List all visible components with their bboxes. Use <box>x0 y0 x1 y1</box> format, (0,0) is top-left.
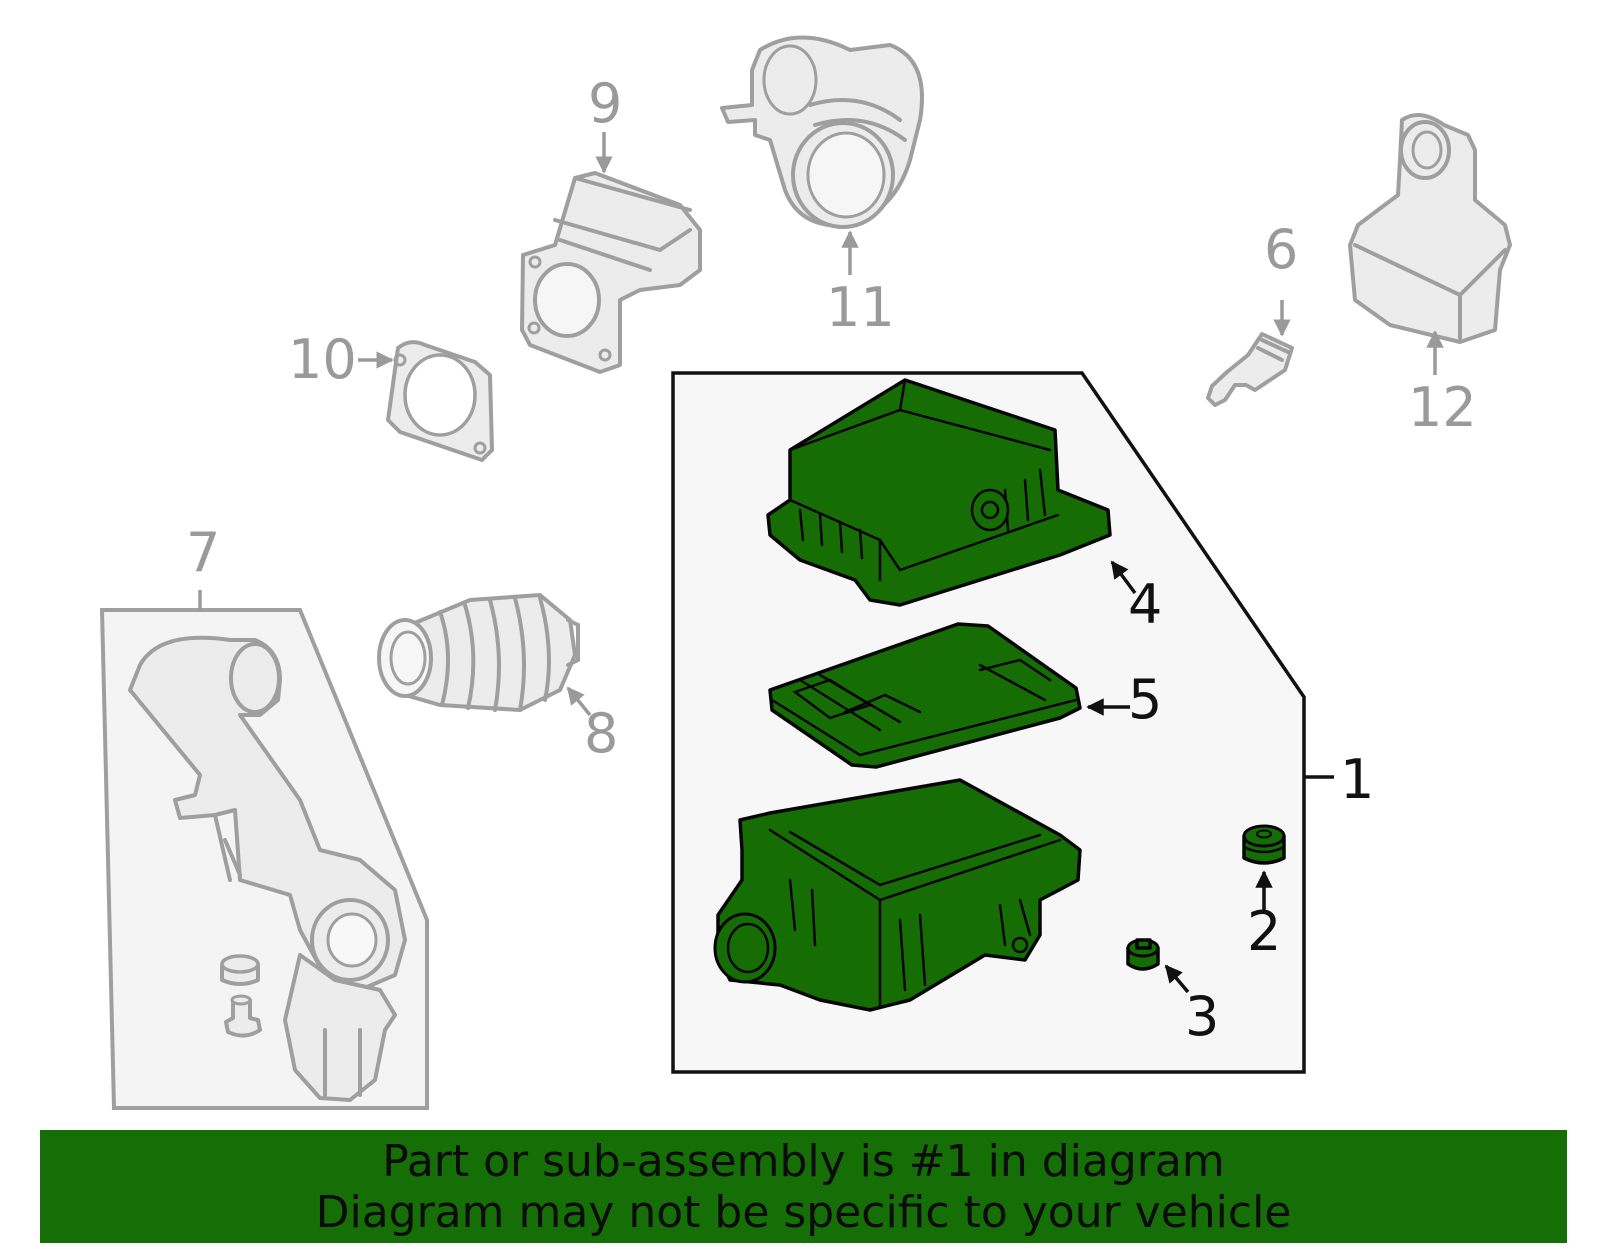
lower-housing-part-1[interactable] <box>713 778 1082 1012</box>
callout-4[interactable]: 4 <box>1128 573 1162 636</box>
callout-1[interactable]: 1 <box>1340 748 1374 811</box>
grommet-part-2[interactable] <box>1242 824 1286 865</box>
leader-4 <box>1110 560 1137 595</box>
banner-line-2: Diagram may not be specific to your vehi… <box>315 1187 1292 1238</box>
sensor-part-6[interactable] <box>1206 332 1294 407</box>
intake-duct-part-7[interactable] <box>128 635 407 1102</box>
banner-line-1: Part or sub-assembly is #1 in diagram <box>382 1136 1225 1187</box>
upper-housing-part-4[interactable] <box>766 378 1112 607</box>
callout-9[interactable]: 9 <box>588 72 622 135</box>
callout-7[interactable]: 7 <box>186 521 220 584</box>
callout-11[interactable]: 11 <box>826 276 895 339</box>
grommet-part-3[interactable] <box>1126 938 1160 971</box>
callout-12[interactable]: 12 <box>1408 376 1477 439</box>
gasket-part-10[interactable] <box>386 340 494 462</box>
callout-8[interactable]: 8 <box>584 702 618 765</box>
resonator-part-12[interactable] <box>1348 113 1512 344</box>
disclaimer-banner: Part or sub-assembly is #1 in diagram Di… <box>40 1130 1567 1243</box>
leader-8 <box>566 686 592 717</box>
callout-5[interactable]: 5 <box>1128 668 1162 731</box>
callout-3[interactable]: 3 <box>1185 985 1219 1048</box>
air-filter-part-5[interactable] <box>768 622 1082 769</box>
intake-boot-part-11[interactable] <box>720 35 924 229</box>
bellows-hose-part-8[interactable] <box>377 593 580 712</box>
callout-2[interactable]: 2 <box>1247 900 1281 963</box>
maf-sensor-part-9[interactable] <box>520 171 702 374</box>
callout-6[interactable]: 6 <box>1264 218 1298 281</box>
leader-3 <box>1164 964 1190 994</box>
callout-10[interactable]: 10 <box>288 328 357 391</box>
